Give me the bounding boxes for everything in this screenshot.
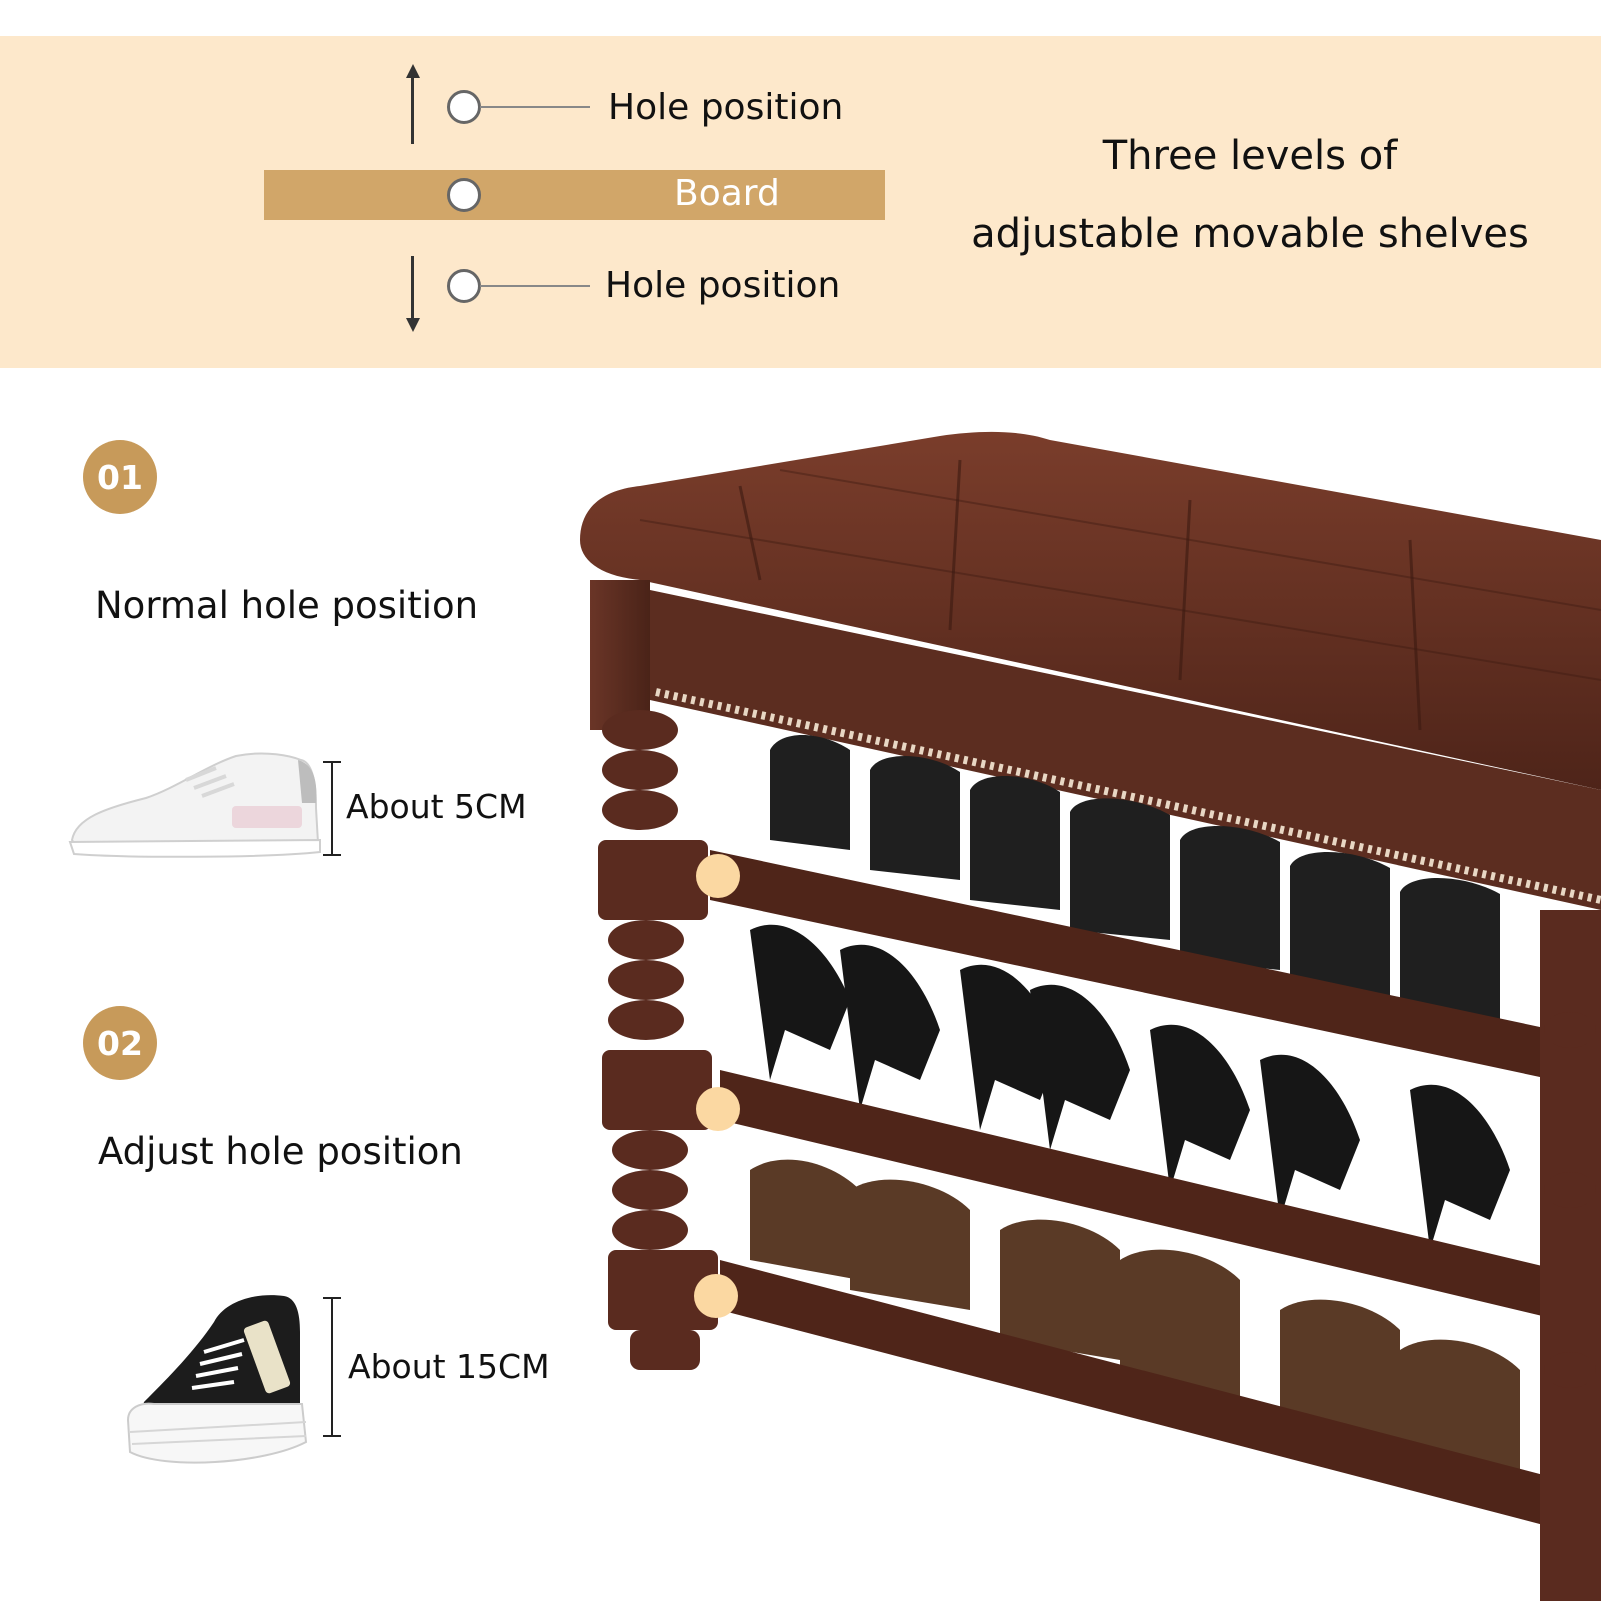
board-label: Board xyxy=(674,173,780,214)
step-1-badge: 01 xyxy=(83,440,157,514)
bottom-hole-icon xyxy=(447,269,481,303)
arrow-down-icon xyxy=(406,318,420,332)
step-2-title: Adjust hole position xyxy=(98,1130,463,1173)
shoe-bench-image xyxy=(580,431,1601,1601)
headline-line-1: Three levels of xyxy=(1102,133,1398,179)
high-top-sneaker-image xyxy=(126,1295,308,1464)
board-bar xyxy=(264,170,885,220)
arrow-up-icon xyxy=(406,64,420,78)
step-1-measurement: About 5CM xyxy=(346,787,527,826)
board-hole-icon xyxy=(447,178,481,212)
top-hole-leader-line xyxy=(480,106,590,108)
hole-diagram-banner: Hole position Board Hole position Three … xyxy=(0,36,1601,368)
top-hole-icon xyxy=(447,90,481,124)
top-hole-label: Hole position xyxy=(608,87,844,128)
headline-line-2: adjustable movable shelves xyxy=(971,211,1529,257)
bottom-hole-leader-line xyxy=(480,285,590,287)
step-2-measurement: About 15CM xyxy=(348,1347,550,1386)
arrow-up-shaft xyxy=(411,76,414,144)
step-1-title: Normal hole position xyxy=(95,584,479,627)
step-2-badge: 02 xyxy=(83,1006,157,1080)
step-2-measure-bracket xyxy=(323,1297,341,1437)
bottom-hole-label: Hole position xyxy=(605,265,841,306)
arrow-down-shaft xyxy=(411,256,414,322)
white-sneaker-image xyxy=(68,752,321,858)
step-1-measure-bracket xyxy=(323,761,341,856)
